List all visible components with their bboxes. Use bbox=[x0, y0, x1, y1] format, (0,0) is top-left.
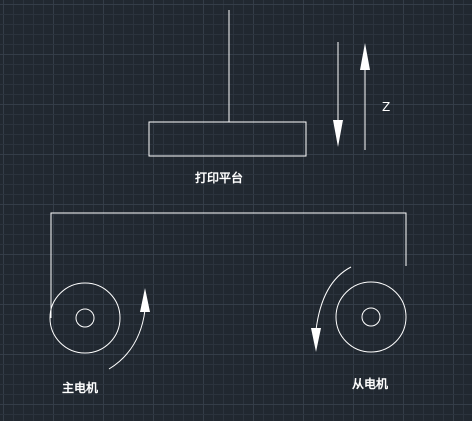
print-platform bbox=[148, 121, 307, 157]
secondary-motor-rotation-arrow bbox=[311, 266, 352, 352]
main-motor bbox=[49, 282, 121, 354]
print-platform-label: 打印平台 bbox=[195, 170, 243, 185]
main-motor-rotation-arrow bbox=[108, 288, 150, 370]
secondary-motor bbox=[335, 281, 407, 353]
main-motor-label: 主电机 bbox=[62, 380, 98, 395]
secondary-motor-label: 从电机 bbox=[352, 376, 388, 391]
belt bbox=[50, 212, 407, 318]
z-axis-label: Z bbox=[382, 100, 390, 114]
z-axis-up-arrow bbox=[360, 43, 370, 150]
z-axis-down-arrow bbox=[333, 42, 343, 147]
